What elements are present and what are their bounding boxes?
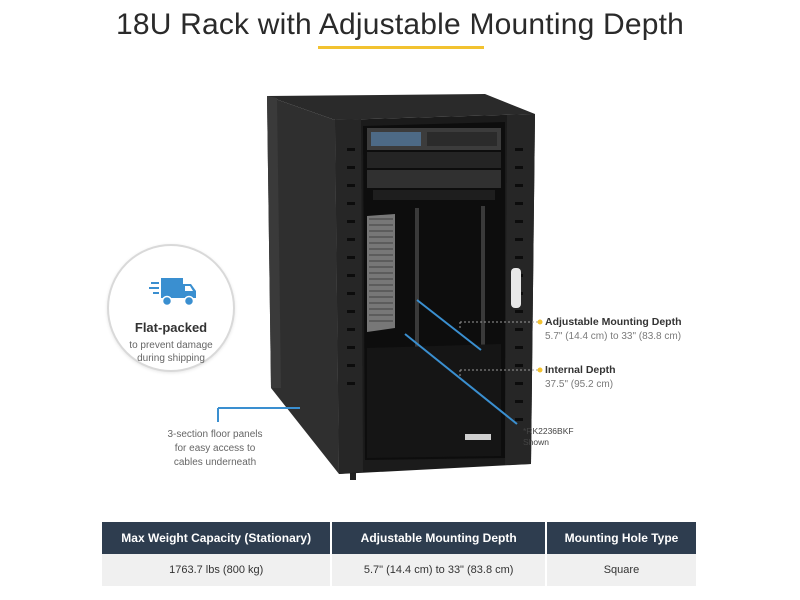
rack-cabinet-image [267,94,535,480]
internal-depth-value: 37.5" (95.2 cm) [545,379,614,390]
internal-depth-label: Internal Depth [545,364,616,376]
model-note: *RK2236BKF Shown [523,426,574,448]
badge-subtitle-line1: to prevent damage [129,340,213,351]
model-note-line2: Shown [523,437,549,447]
header-hole-type: Mounting Hole Type [545,522,696,554]
spec-table-row: 1763.7 lbs (800 kg) 5.7" (14.4 cm) to 33… [102,554,696,586]
page-title: 18U Rack with Adjustable Mounting Depth [115,8,685,41]
floor-panels-line3: cables underneath [173,457,257,468]
flat-packed-badge: Flat-packed to prevent damage during shi… [107,244,235,372]
cell-mounting-depth: 5.7" (14.4 cm) to 33" (83.8 cm) [331,554,547,586]
floor-panels-callout: 3-section floor panels for easy access t… [150,428,280,470]
cell-hole-type: Square [545,554,696,586]
title-underline [318,46,484,49]
badge-title: Flat-packed [134,320,208,335]
floor-panels-line2: for easy access to [174,443,256,454]
mounting-depth-label: Adjustable Mounting Depth [545,316,682,328]
delivery-truck-icon [149,278,196,307]
spec-table-header-row: Max Weight Capacity (Stationary) Adjusta… [102,522,696,554]
mounting-depth-value: 5.7" (14.4 cm) to 33" (83.8 cm) [545,331,682,342]
cell-max-weight: 1763.7 lbs (800 kg) [102,554,333,586]
header-mounting-depth: Adjustable Mounting Depth [331,522,547,554]
floor-panels-line1: 3-section floor panels [167,429,263,440]
spec-table: Max Weight Capacity (Stationary) Adjusta… [102,522,696,586]
badge-subtitle-line2: during shipping [137,353,205,364]
model-note-line1: *RK2236BKF [523,426,574,436]
header-max-weight: Max Weight Capacity (Stationary) [102,522,333,554]
